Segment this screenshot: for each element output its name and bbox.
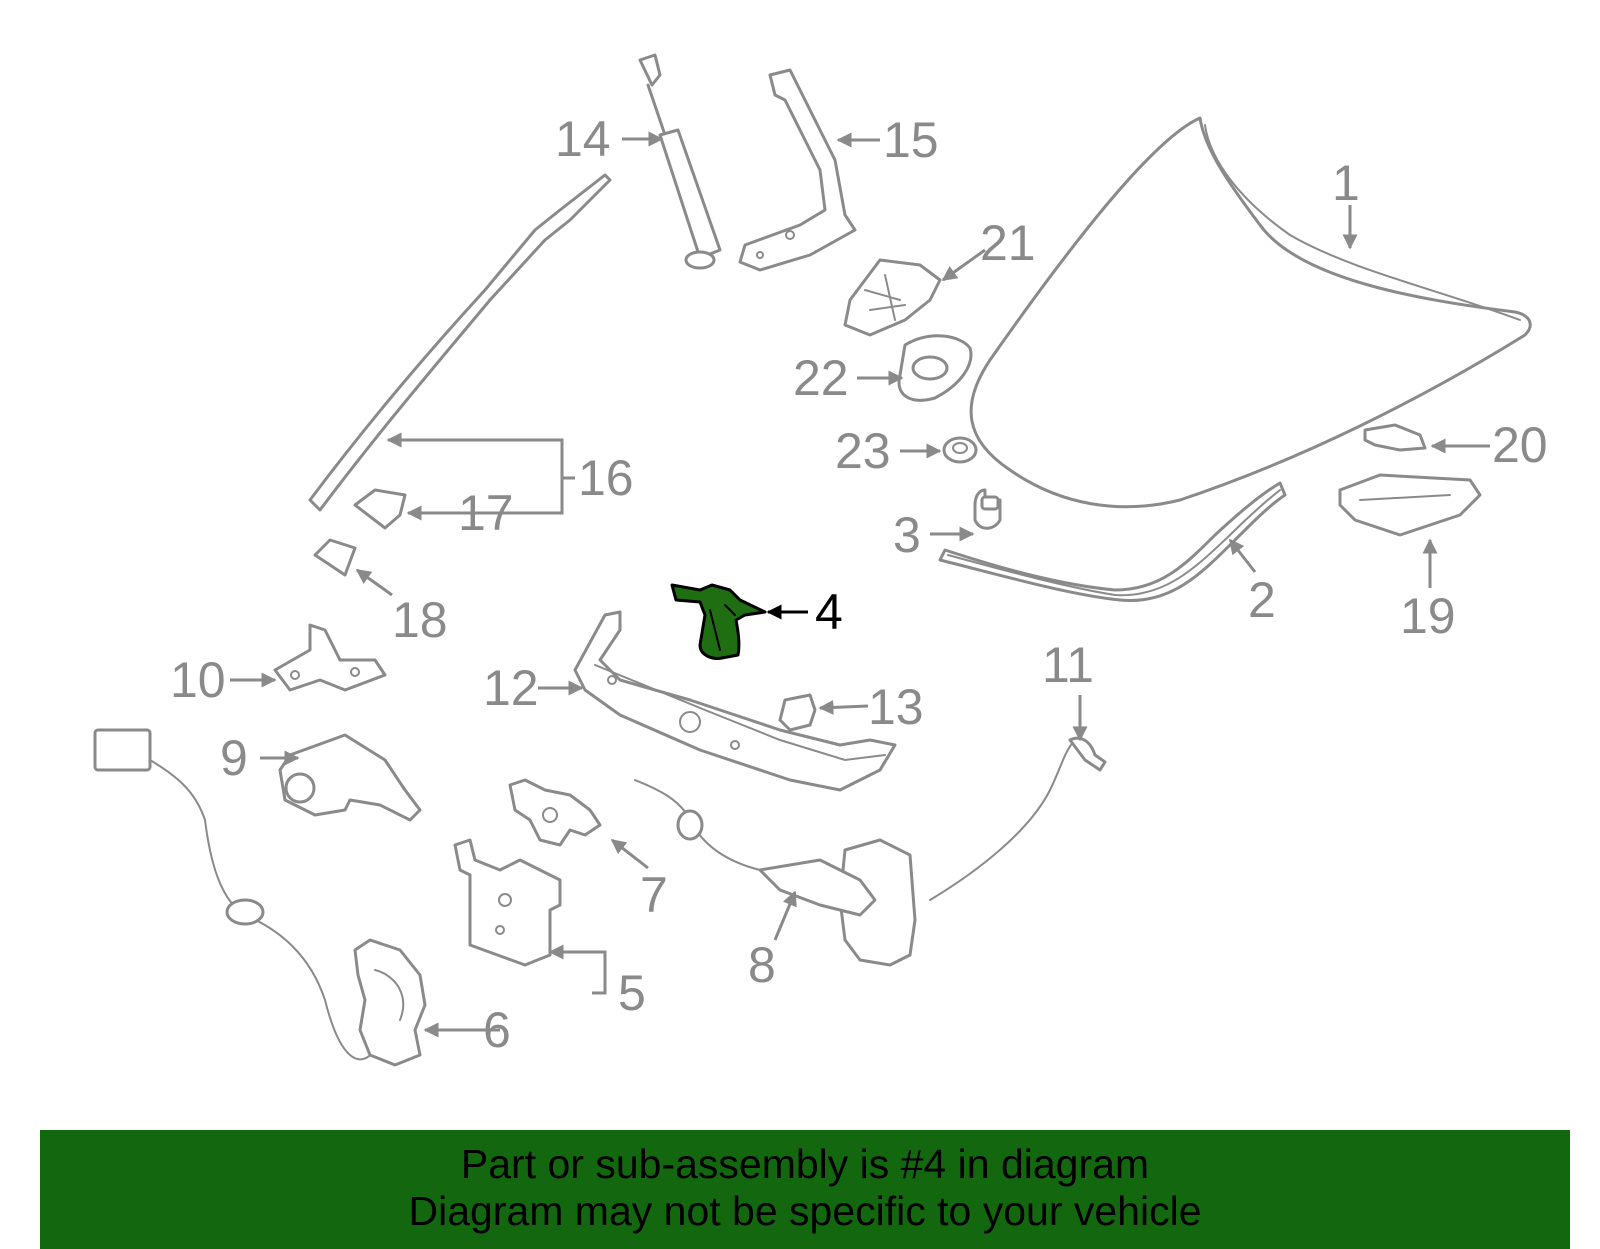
- part-11-cable[interactable]: [929, 736, 1107, 901]
- callout-10: 10: [170, 652, 226, 708]
- part-22-grommet-plate[interactable]: [897, 334, 973, 402]
- part-3-bumper-stop[interactable]: [973, 488, 1002, 530]
- part-7-latch-bracket[interactable]: [508, 778, 602, 847]
- callout-14: 14: [555, 111, 611, 167]
- callout-16: 16: [578, 450, 634, 506]
- callout-17: 17: [458, 485, 514, 541]
- part-19-light-housing[interactable]: [1338, 473, 1482, 537]
- callout-18: 18: [392, 592, 448, 648]
- callout-2: 2: [1248, 572, 1276, 628]
- part-10-bracket[interactable]: [273, 623, 387, 692]
- callout-21: 21: [980, 215, 1036, 271]
- part-17-pad[interactable]: [353, 488, 407, 530]
- callout-23: 23: [835, 423, 891, 479]
- callout-13: 13: [868, 679, 924, 735]
- callout-20: 20: [1492, 417, 1548, 473]
- callout-4: 4: [815, 584, 843, 640]
- callout-19: 19: [1400, 588, 1456, 644]
- callout-8: 8: [748, 937, 776, 993]
- callout-6: 6: [483, 1002, 511, 1058]
- part-23-grommet[interactable]: [942, 436, 978, 464]
- callout-15: 15: [883, 112, 939, 168]
- part-16-weatherstrip[interactable]: [308, 173, 612, 512]
- part-20-lamp[interactable]: [1363, 423, 1427, 452]
- part-12-front-panel[interactable]: [573, 610, 897, 792]
- part-14-gas-strut[interactable]: [638, 53, 722, 270]
- part-6-latch-cable[interactable]: [93, 728, 427, 1067]
- banner-line-1: Part or sub-assembly is #4 in diagram: [460, 1141, 1150, 1187]
- callout-12: 12: [483, 660, 539, 716]
- callout-1: 1: [1332, 155, 1360, 211]
- banner-line-2: Diagram may not be specific to your vehi…: [408, 1188, 1202, 1234]
- part-13-clip[interactable]: [778, 693, 817, 732]
- callout-9: 9: [220, 730, 248, 786]
- part-18-pad[interactable]: [313, 538, 357, 577]
- part-1-hood[interactable]: [969, 116, 1532, 509]
- part-5-latch-plate[interactable]: [453, 838, 562, 967]
- part-4-bracket-highlighted[interactable]: [670, 583, 767, 660]
- callout-labels: 1 2 3 4 5 6 7 8 9 10 11 12 13 14 15 16 1…: [170, 111, 1548, 1058]
- info-banner: Part or sub-assembly is #4 in diagram Di…: [40, 1130, 1570, 1249]
- part-21-insulation-pad[interactable]: [843, 258, 942, 337]
- callout-7: 7: [640, 867, 668, 923]
- leader-lines: [230, 131, 1490, 1038]
- callout-3: 3: [893, 507, 921, 563]
- callout-11: 11: [1042, 637, 1094, 693]
- part-9-actuator[interactable]: [278, 733, 422, 822]
- callout-22: 22: [793, 350, 849, 406]
- part-15-hinge[interactable]: [738, 68, 857, 272]
- callout-5: 5: [618, 965, 646, 1021]
- parts-diagram: 1 2 3 4 5 6 7 8 9 10 11 12 13 14 15 16 1…: [93, 53, 1548, 1067]
- part-2-seal[interactable]: [938, 481, 1287, 603]
- part-8-release-lever[interactable]: [634, 779, 917, 967]
